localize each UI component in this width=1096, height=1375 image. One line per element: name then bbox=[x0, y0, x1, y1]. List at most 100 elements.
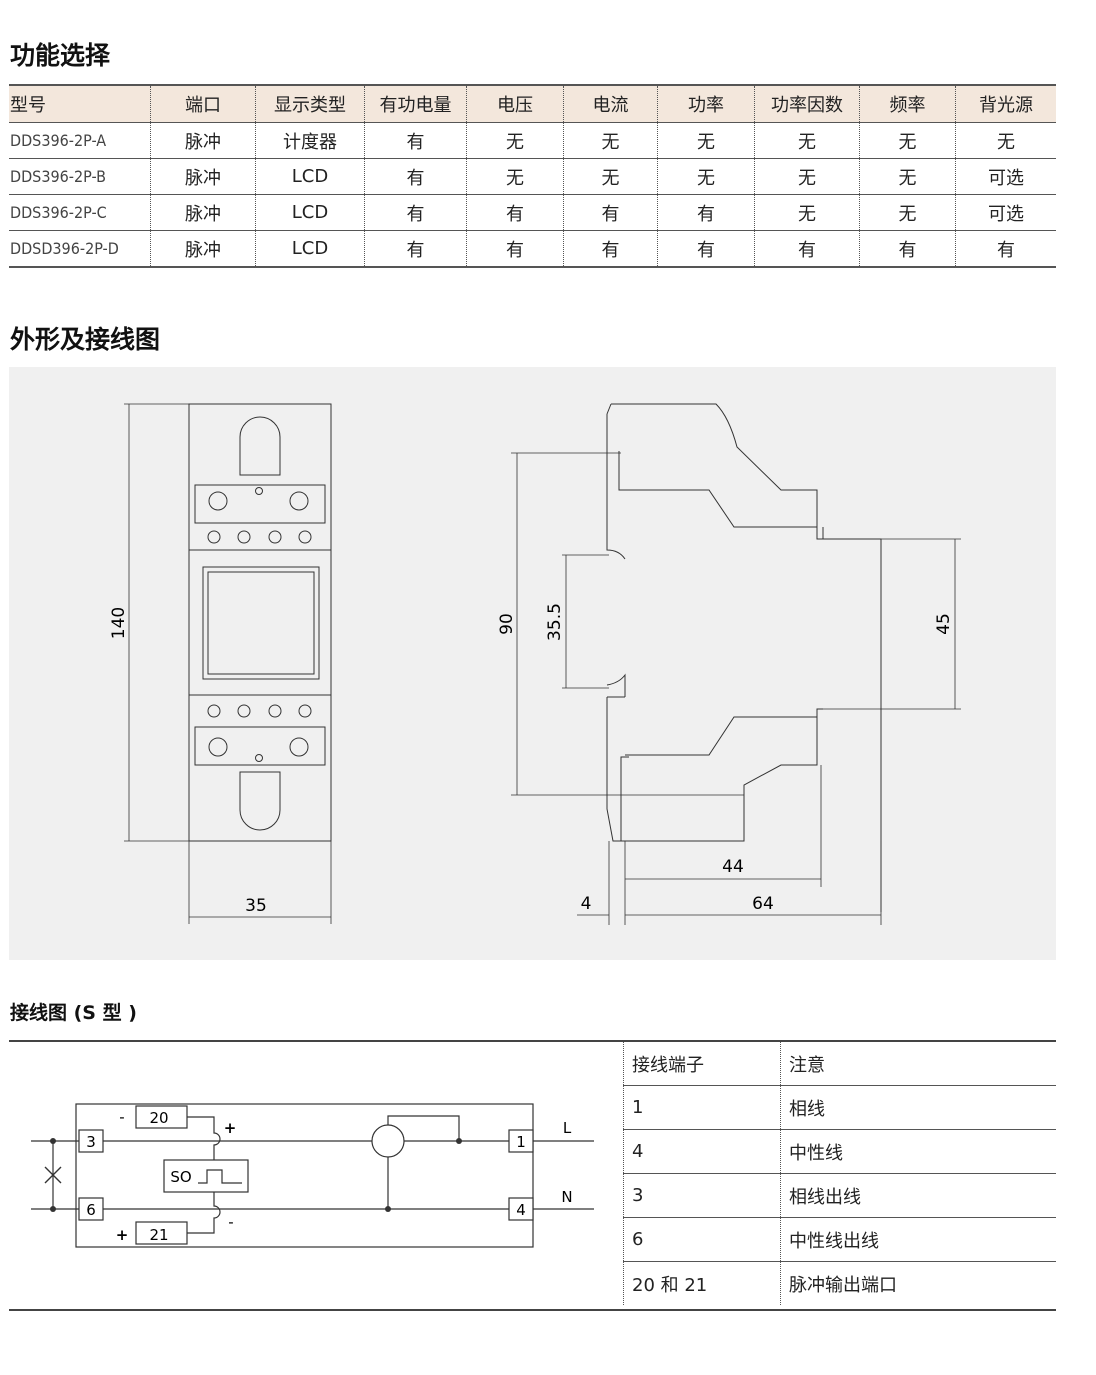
line-label: L bbox=[563, 1119, 572, 1137]
spec-header-cell: 功率 bbox=[657, 84, 755, 123]
neutral-label: N bbox=[561, 1188, 572, 1206]
spec-cell: 有 bbox=[955, 230, 1056, 268]
spec-cell: 有 bbox=[754, 230, 860, 268]
table-row: DDS396-2P-B 脉冲 LCD 有 无 无 无 无 无 可选 bbox=[9, 158, 1056, 195]
meter-box bbox=[75, 1103, 534, 1248]
dimension-drawing-panel: 140 35 bbox=[9, 367, 1056, 960]
dim-front-width: 35 bbox=[245, 896, 267, 916]
so-label: SO bbox=[170, 1168, 191, 1186]
table-row: DDS396-2P-A 脉冲 计度器 有 无 无 无 无 无 无 bbox=[9, 122, 1056, 159]
spec-cell: 有 bbox=[657, 230, 755, 268]
wiring-section: 20 21 - + + - SO 3 6 1 4 L N 接线端子 注意 1 相… bbox=[9, 1040, 1056, 1311]
terminal-1-label: 1 bbox=[516, 1133, 526, 1151]
spec-cell: 无 bbox=[859, 158, 956, 195]
minus-sign: - bbox=[228, 1213, 233, 1231]
dim-side-height: 90 bbox=[497, 613, 517, 635]
spec-cell: 有 bbox=[466, 230, 564, 268]
so-output-box bbox=[163, 1159, 249, 1193]
spec-cell: 无 bbox=[466, 158, 564, 195]
spec-header-cell: 背光源 bbox=[955, 84, 1056, 123]
side-view bbox=[606, 403, 882, 912]
spec-cell: 无 bbox=[754, 158, 860, 195]
spec-cell: DDS396-2P-B bbox=[9, 158, 151, 195]
dimension-drawing: 140 35 bbox=[109, 403, 961, 925]
terminal-cell: 3 bbox=[623, 1173, 781, 1218]
table-row: 20 和 21 脉冲输出端口 bbox=[623, 1261, 1057, 1305]
spec-table: 型号 端口 显示类型 有功电量 电压 电流 功率 功率因数 频率 背光源 DDS… bbox=[9, 84, 1056, 268]
spec-cell: 有 bbox=[466, 194, 564, 231]
dim-body-height: 45 bbox=[934, 613, 954, 635]
spec-cell: 无 bbox=[859, 194, 956, 231]
table-row: 3 相线出线 bbox=[623, 1173, 1056, 1218]
table-row: 接线端子 注意 bbox=[623, 1042, 1056, 1086]
table-row: 6 中性线出线 bbox=[623, 1217, 1056, 1262]
terminal-cell: 相线出线 bbox=[780, 1173, 1056, 1218]
table-row: DDS396-2P-C 脉冲 LCD 有 有 有 有 无 无 可选 bbox=[9, 194, 1056, 231]
spec-header-row: 型号 端口 显示类型 有功电量 电压 电流 功率 功率因数 频率 背光源 bbox=[9, 84, 1056, 123]
spec-cell: 无 bbox=[754, 122, 860, 159]
terminal-20-label: 20 bbox=[149, 1109, 168, 1127]
spec-cell: 无 bbox=[563, 158, 658, 195]
terminal-header-cell: 接线端子 bbox=[623, 1042, 781, 1086]
cross-icon bbox=[44, 1166, 62, 1184]
side-dimension-lines bbox=[511, 452, 961, 925]
terminal-cell: 中性线出线 bbox=[780, 1217, 1056, 1262]
dim-rail-height: 35.5 bbox=[545, 603, 565, 641]
spec-cell: 有 bbox=[563, 194, 658, 231]
terminal-3-label: 3 bbox=[86, 1133, 96, 1151]
spec-header-cell: 电压 bbox=[466, 84, 564, 123]
section-title-function: 功能选择 bbox=[10, 41, 111, 70]
terminal-cell: 4 bbox=[623, 1129, 781, 1174]
plus-sign: + bbox=[224, 1119, 237, 1137]
spec-cell: 脉冲 bbox=[150, 194, 256, 231]
spec-cell: 脉冲 bbox=[150, 122, 256, 159]
front-top-terminal-block bbox=[194, 484, 326, 524]
terminal-4-label: 4 bbox=[516, 1201, 526, 1219]
spec-cell: 无 bbox=[754, 194, 860, 231]
spec-header-cell: 端口 bbox=[150, 84, 256, 123]
spec-cell: 无 bbox=[657, 122, 755, 159]
terminal-cell: 中性线 bbox=[780, 1129, 1056, 1174]
spec-cell: LCD bbox=[255, 230, 365, 268]
spec-cell: 有 bbox=[859, 230, 956, 268]
spec-cell: 无 bbox=[955, 122, 1056, 159]
dim-depth-total: 64 bbox=[752, 894, 774, 914]
spec-header-cell: 功率因数 bbox=[754, 84, 860, 123]
spec-cell: 有 bbox=[364, 230, 467, 268]
front-display-window bbox=[202, 566, 320, 680]
spec-cell: 无 bbox=[563, 122, 658, 159]
spec-cell: DDS396-2P-C bbox=[9, 194, 151, 231]
dim-depth-inner: 44 bbox=[722, 857, 744, 877]
terminal-cell: 相线 bbox=[780, 1085, 1056, 1130]
spec-cell: 计度器 bbox=[255, 122, 365, 159]
spec-cell: DDS396-2P-A bbox=[9, 122, 151, 159]
spec-cell: 可选 bbox=[955, 194, 1056, 231]
terminal-cell: 20 和 21 bbox=[623, 1261, 781, 1305]
terminal-cell: 1 bbox=[623, 1085, 781, 1130]
front-dimension-lines bbox=[124, 403, 332, 924]
front-view bbox=[188, 403, 332, 842]
wiring-diagram: 20 21 - + + - SO 3 6 1 4 L N bbox=[31, 1103, 594, 1248]
spec-cell: LCD bbox=[255, 158, 365, 195]
plus-sign: + bbox=[116, 1226, 129, 1244]
section-title-dimensions: 外形及接线图 bbox=[10, 325, 161, 354]
meter-coil-icon bbox=[371, 1124, 405, 1158]
terminal-table: 接线端子 注意 1 相线 4 中性线 3 相线出线 6 中性线出线 20 和 2… bbox=[623, 1042, 1056, 1305]
spec-cell: 脉冲 bbox=[150, 158, 256, 195]
spec-cell: 有 bbox=[364, 122, 467, 159]
front-bottom-slot bbox=[239, 771, 281, 831]
spec-header-cell: 频率 bbox=[859, 84, 956, 123]
spec-header-cell: 型号 bbox=[9, 84, 151, 123]
terminal-21-label: 21 bbox=[149, 1226, 168, 1244]
spec-cell: 脉冲 bbox=[150, 230, 256, 268]
spec-cell: DDSD396-2P-D bbox=[9, 230, 151, 268]
spec-header-cell: 电流 bbox=[563, 84, 658, 123]
spec-cell: 有 bbox=[563, 230, 658, 268]
minus-sign: - bbox=[119, 1108, 124, 1126]
table-row: 4 中性线 bbox=[623, 1129, 1056, 1174]
dim-front-height: 140 bbox=[109, 607, 129, 639]
spec-cell: 有 bbox=[364, 194, 467, 231]
front-outline bbox=[188, 403, 332, 842]
table-row: 1 相线 bbox=[623, 1085, 1056, 1130]
spec-cell: 有 bbox=[364, 158, 467, 195]
